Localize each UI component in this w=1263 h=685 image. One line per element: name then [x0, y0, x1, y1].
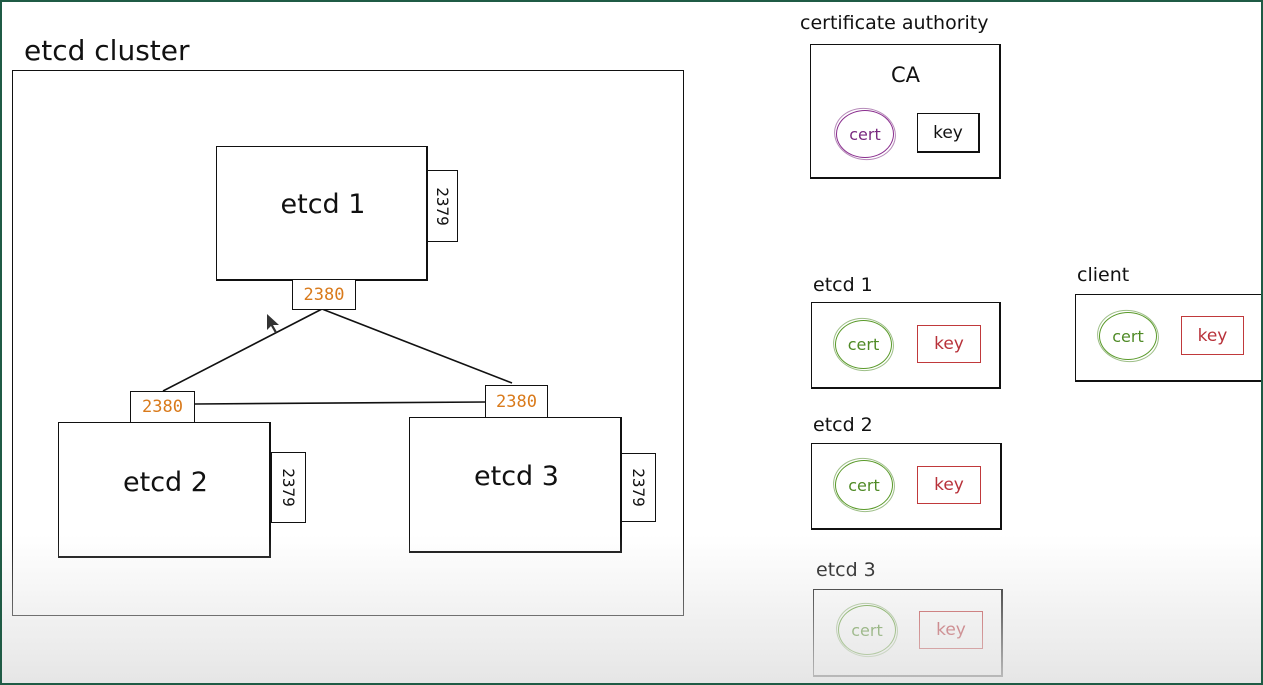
etcd1-cert-box[interactable] — [811, 302, 1001, 389]
ca-box[interactable]: CA — [810, 44, 1001, 179]
etcd1-node-title: etcd 1 — [280, 189, 366, 220]
link-etcd1-etcd2 — [162, 308, 323, 392]
client-key-badge: key — [1181, 316, 1244, 355]
etcd3-node[interactable]: etcd 3 — [409, 417, 622, 553]
etcd3-client-port: 2379 — [621, 453, 656, 522]
etcd1-peer-port: 2380 — [292, 279, 356, 310]
link-etcd1-etcd3 — [321, 308, 513, 384]
client-cert-badge: cert — [1099, 312, 1157, 360]
mouse-pointer-icon — [267, 314, 279, 333]
cluster-title: etcd cluster — [24, 34, 190, 67]
etcd1-client-port: 2379 — [427, 170, 458, 242]
etcd1-client-port-label: 2379 — [433, 186, 452, 226]
ca-heading: certificate authority — [800, 12, 989, 34]
etcd3-node-title: etcd 3 — [474, 461, 559, 492]
link-etcd2-etcd3 — [194, 401, 487, 405]
etcd2-peer-port: 2380 — [130, 391, 195, 423]
etcd3-cert-badge: cert — [838, 605, 896, 655]
ca-cert-badge: cert — [836, 110, 894, 158]
etcd2-key-badge: key — [917, 466, 981, 504]
etcd2-cert-heading: etcd 2 — [813, 414, 873, 436]
etcd3-client-port-label: 2379 — [629, 468, 648, 507]
etcd3-peer-port: 2380 — [485, 385, 548, 418]
etcd1-node[interactable]: etcd 1 — [216, 146, 428, 281]
etcd2-cert-badge: cert — [835, 460, 893, 510]
ca-title: CA — [891, 63, 921, 87]
ca-key-badge: key — [917, 113, 980, 153]
client-heading: client — [1077, 264, 1130, 286]
etcd3-cert-heading: etcd 3 — [816, 559, 876, 581]
etcd2-node-title: etcd 2 — [123, 467, 208, 498]
etcd2-client-port-label: 2379 — [279, 468, 298, 507]
etcd3-key-badge: key — [919, 611, 983, 649]
etcd1-cert-badge: cert — [835, 320, 892, 369]
etcd2-cert-box[interactable] — [811, 443, 1002, 530]
etcd2-node[interactable]: etcd 2 — [58, 422, 271, 558]
etcd1-cert-heading: etcd 1 — [813, 274, 873, 296]
etcd2-client-port: 2379 — [271, 452, 306, 523]
etcd1-key-badge: key — [917, 325, 981, 363]
